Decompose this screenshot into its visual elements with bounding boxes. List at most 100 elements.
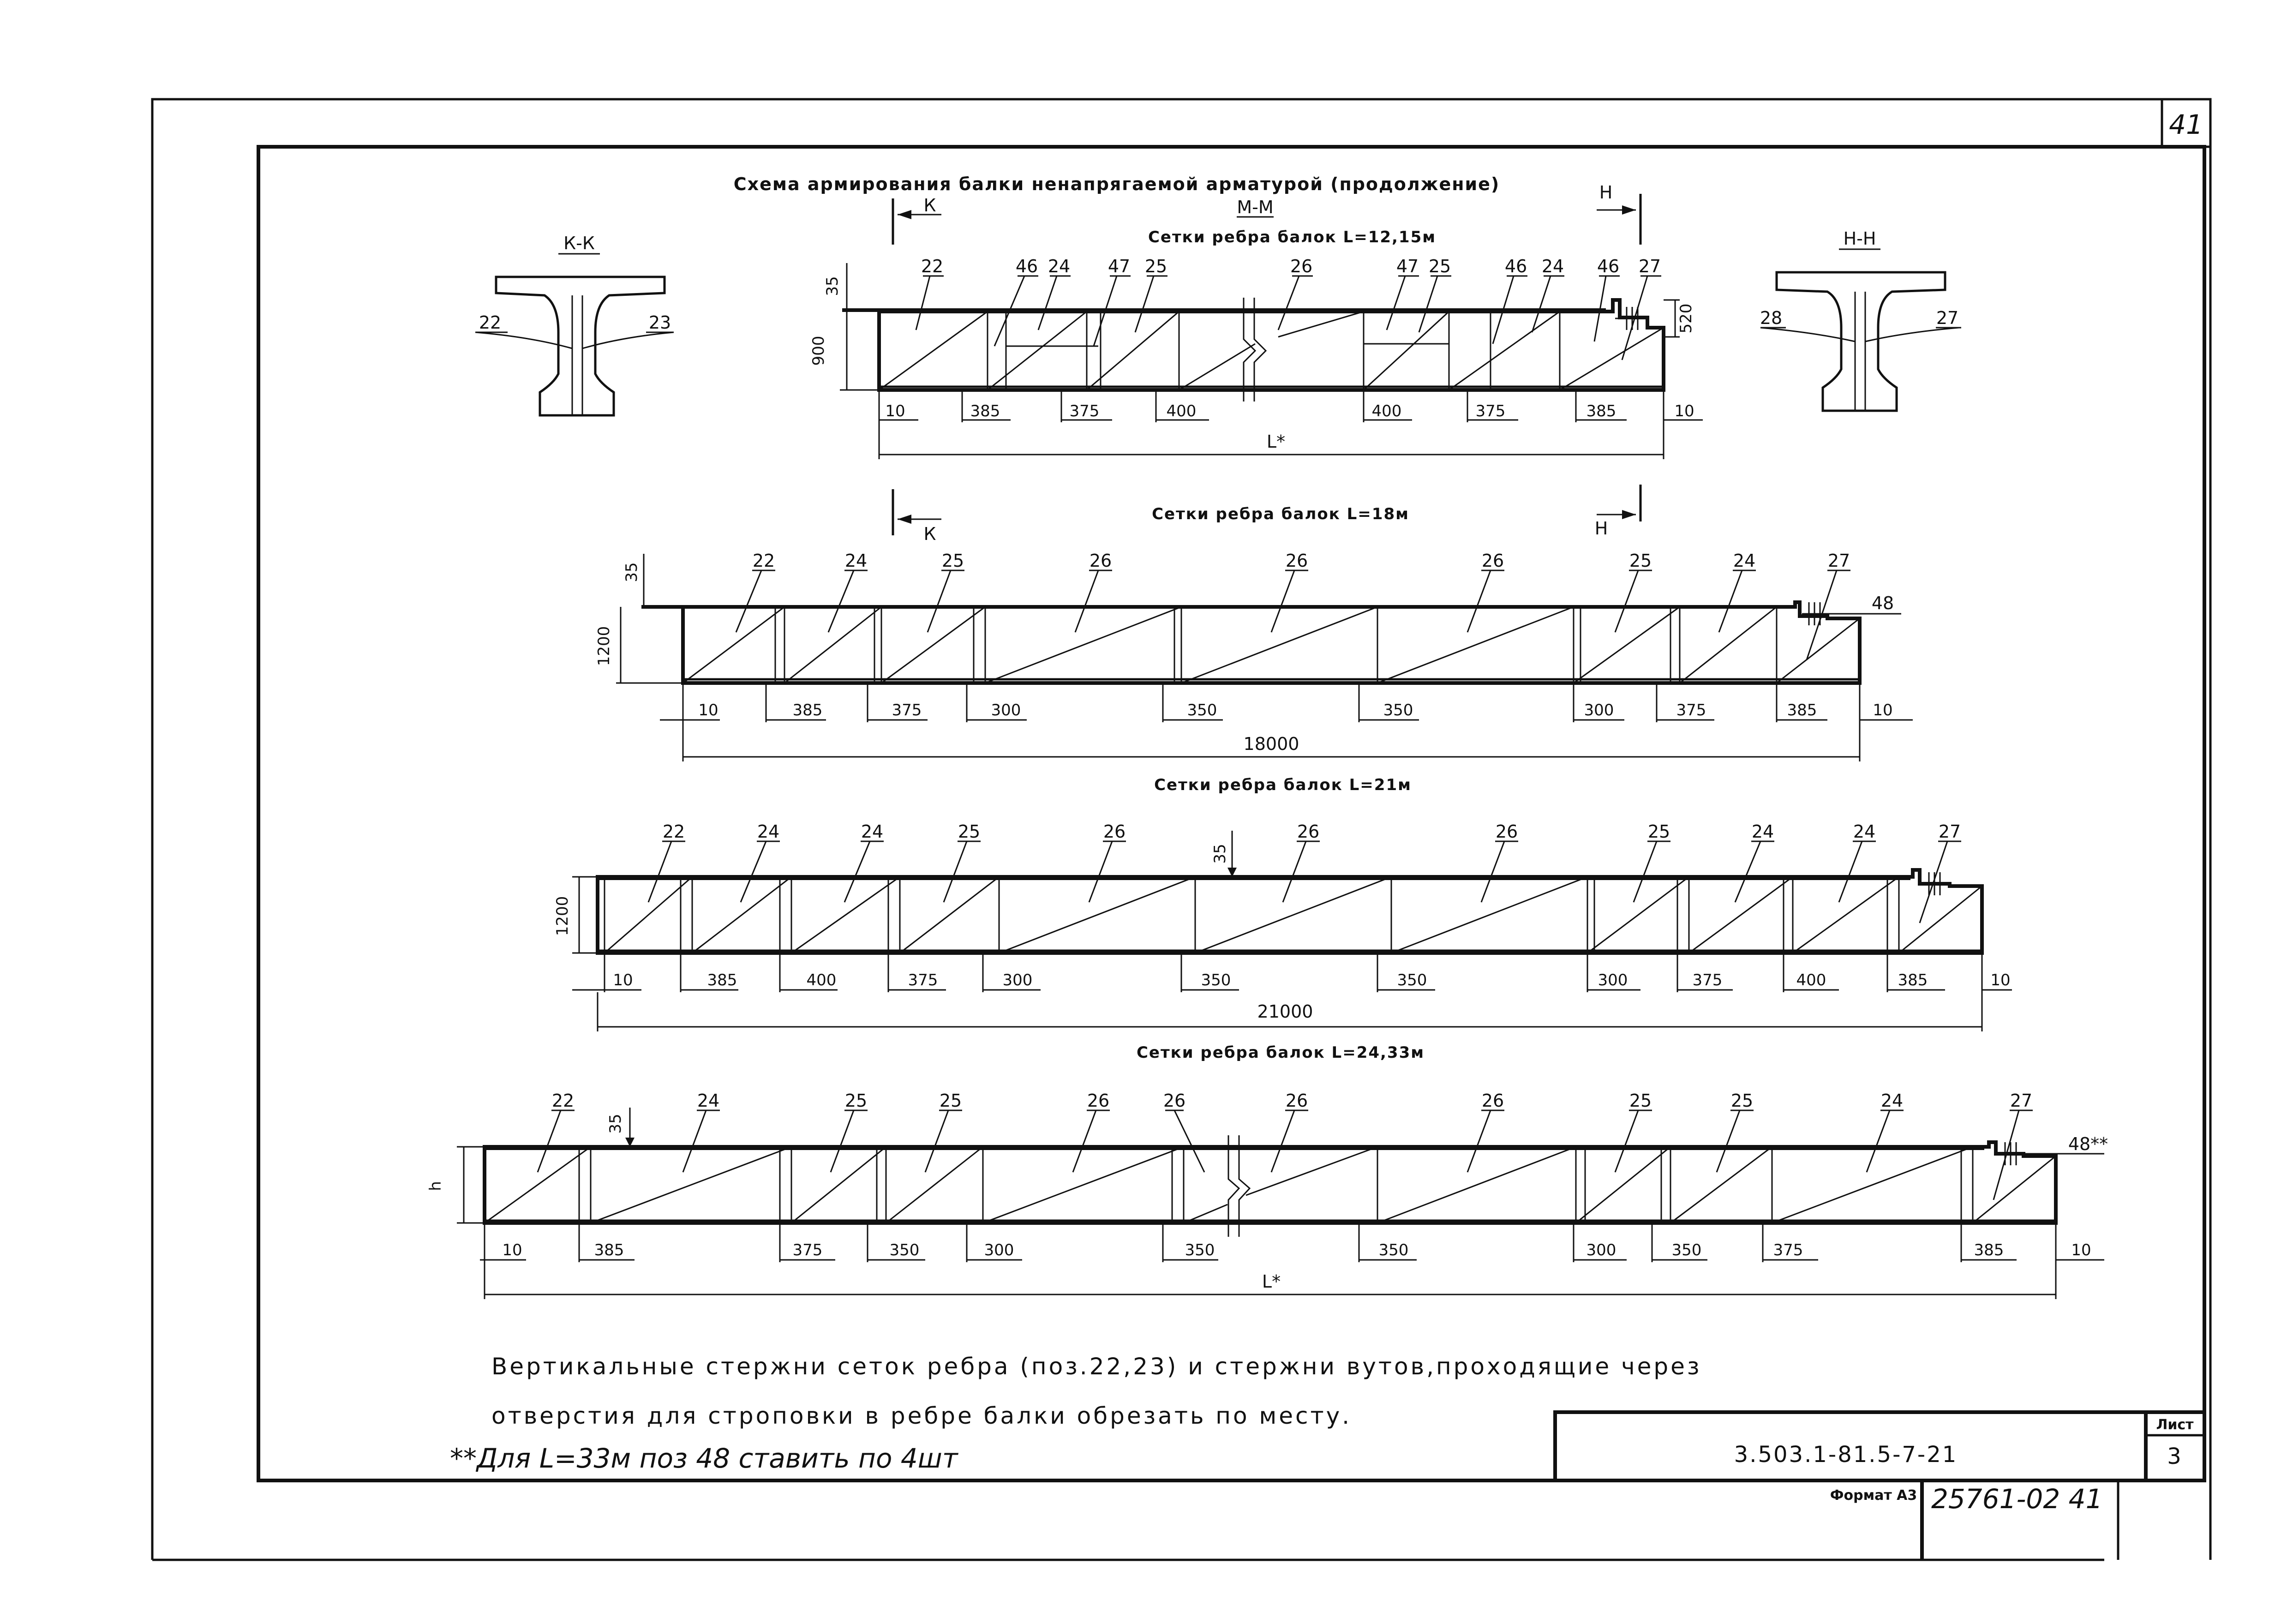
sheet-number: 3 xyxy=(2167,1444,2183,1469)
d2-mark: 25 xyxy=(1629,551,1652,571)
d3-mark: 22 xyxy=(663,821,685,842)
d2-dim: 350 xyxy=(1383,701,1413,719)
d4-dim: 375 xyxy=(793,1241,823,1259)
d3-mark: 24 xyxy=(1752,821,1774,842)
d3-anchor-hatch xyxy=(1928,872,1941,895)
d3-verticals xyxy=(604,877,1900,953)
d1-mark: 46 xyxy=(1505,256,1527,276)
d4-mark-labels: 22 24 25 25 26 26 26 26 25 25 24 27 xyxy=(537,1091,2033,1200)
d4-dim: 350 xyxy=(890,1241,920,1259)
d1-dimension-row: 10 385 375 400 400 375 385 10 xyxy=(878,390,1703,422)
d4-mark: 24 xyxy=(1881,1091,1903,1111)
d4-mark: 27 xyxy=(2010,1091,2032,1111)
d3-mark: 26 xyxy=(1103,821,1126,842)
d3-dim: 10 xyxy=(613,971,633,989)
d4-extra-mark: 48** xyxy=(2068,1134,2108,1154)
d2-dim: 385 xyxy=(793,701,823,719)
d2-mark: 25 xyxy=(942,551,964,571)
d2-height-dim: 1200 xyxy=(595,626,613,666)
d2-dim: 10 xyxy=(698,701,718,719)
d4-break-mark xyxy=(1227,1135,1251,1237)
d2-dim: 300 xyxy=(991,701,1021,719)
d3-length: 21000 xyxy=(1257,1001,1313,1022)
d3-mark: 27 xyxy=(1939,821,1961,842)
d1-dim: 10 xyxy=(885,402,905,420)
inventory-number: 25761-02 41 xyxy=(1931,1483,2102,1515)
d4-dim: 350 xyxy=(1672,1241,1702,1259)
d4-verticals xyxy=(578,1147,1974,1223)
outer-frame xyxy=(151,98,2212,1561)
d3-dim: 350 xyxy=(1201,971,1231,989)
sheet-number-top: 41 xyxy=(2169,109,2203,140)
cut-markers: К Н М-М К Н xyxy=(892,182,1642,544)
d2-mark: 26 xyxy=(1286,551,1308,571)
d4-dimension-row: 10 385 375 350 300 350 350 300 350 375 3… xyxy=(480,1223,2104,1262)
inner-frame xyxy=(257,145,2206,1482)
d2-title: Сетки ребра балок L=18м xyxy=(1152,505,1409,523)
d3-mark: 24 xyxy=(861,821,883,842)
d1-top-dim: 35 xyxy=(823,276,842,296)
d4-mark: 22 xyxy=(552,1091,574,1111)
d2-mark: 24 xyxy=(1733,551,1755,571)
d4-dim: 10 xyxy=(502,1241,522,1259)
d3-dim: 400 xyxy=(1796,971,1826,989)
d3-dim: 10 xyxy=(1990,971,2010,989)
d2-dim: 375 xyxy=(892,701,922,719)
d2-dim: 300 xyxy=(1584,701,1614,719)
d3-dim: 400 xyxy=(807,971,837,989)
d1-dim: 385 xyxy=(970,402,1000,420)
d2-extra-mark: 48 xyxy=(1872,593,1894,613)
d1-mark: 25 xyxy=(1145,256,1167,276)
cut-k-top: К xyxy=(924,195,936,216)
section-kk-mark-left: 22 xyxy=(479,312,501,333)
d2-anchor-hatch xyxy=(1802,602,1901,625)
d3-diagonals xyxy=(604,876,1982,954)
d1-mark: 27 xyxy=(1639,256,1661,276)
d3-dim: 385 xyxy=(1898,971,1928,989)
drawing-code: 3.503.1-81.5-7-21 xyxy=(1734,1442,1958,1468)
d2-mark-labels: 22 24 25 26 26 26 25 24 27 xyxy=(735,551,1850,660)
section-nn-mark-right: 27 xyxy=(1936,308,1958,328)
d2-length: 18000 xyxy=(1244,734,1299,754)
d1-dim: 385 xyxy=(1587,402,1616,420)
d3-dim: 385 xyxy=(707,971,737,989)
section-nn: Н-Н 28 27 xyxy=(1760,228,1961,412)
d3-height-dim: 1200 xyxy=(553,896,572,936)
d4-dim: 300 xyxy=(1587,1241,1616,1259)
format-block: Формат А3 25761-02 41 xyxy=(1830,1480,2119,1560)
d1-dim: 400 xyxy=(1372,402,1402,420)
d4-dim: 300 xyxy=(984,1241,1014,1259)
d1-title: Сетки ребра балок L=12,15м xyxy=(1148,228,1436,246)
d4-dim: 350 xyxy=(1185,1241,1215,1259)
d3-title: Сетки ребра балок L=21м xyxy=(1154,776,1412,794)
d4-mark: 26 xyxy=(1286,1091,1308,1111)
d1-dim: 375 xyxy=(1476,402,1506,420)
d4-mark: 26 xyxy=(1482,1091,1504,1111)
notes: Вертикальные стержни сеток ребра (поз.22… xyxy=(450,1353,1699,1474)
d4-diagonals xyxy=(484,1146,2056,1224)
d1-verticals xyxy=(987,312,1561,390)
d4-mark: 24 xyxy=(697,1091,719,1111)
diagram-l24-33: Сетки ребра балок L=24,33м xyxy=(426,1043,2108,1299)
d3-dim: 350 xyxy=(1397,971,1427,989)
section-nn-label: Н-Н xyxy=(1844,228,1876,249)
d4-dim: 385 xyxy=(594,1241,624,1259)
d4-mark: 25 xyxy=(1731,1091,1753,1111)
d1-right-height-dim: 520 xyxy=(1677,304,1695,334)
d4-mark: 26 xyxy=(1087,1091,1109,1111)
d2-dim: 10 xyxy=(1873,701,1892,719)
d1-mark-labels: 22 46 24 47 25 26 47 25 46 24 46 27 xyxy=(915,256,1661,360)
d4-title: Сетки ребра балок L=24,33м xyxy=(1137,1043,1425,1062)
d1-mark: 47 xyxy=(1108,256,1130,276)
d2-mark: 26 xyxy=(1090,551,1112,571)
cut-n-bottom: Н xyxy=(1595,518,1608,539)
d4-dim: 10 xyxy=(2071,1241,2091,1259)
d1-mark: 22 xyxy=(921,256,943,276)
d2-mark: 24 xyxy=(845,551,867,571)
d4-mark: 25 xyxy=(1629,1091,1652,1111)
d3-mark: 24 xyxy=(1853,821,1875,842)
d1-mark: 26 xyxy=(1290,256,1312,276)
d2-verticals xyxy=(774,607,1778,683)
d3-mark: 24 xyxy=(757,821,779,842)
d2-mark: 22 xyxy=(753,551,775,571)
